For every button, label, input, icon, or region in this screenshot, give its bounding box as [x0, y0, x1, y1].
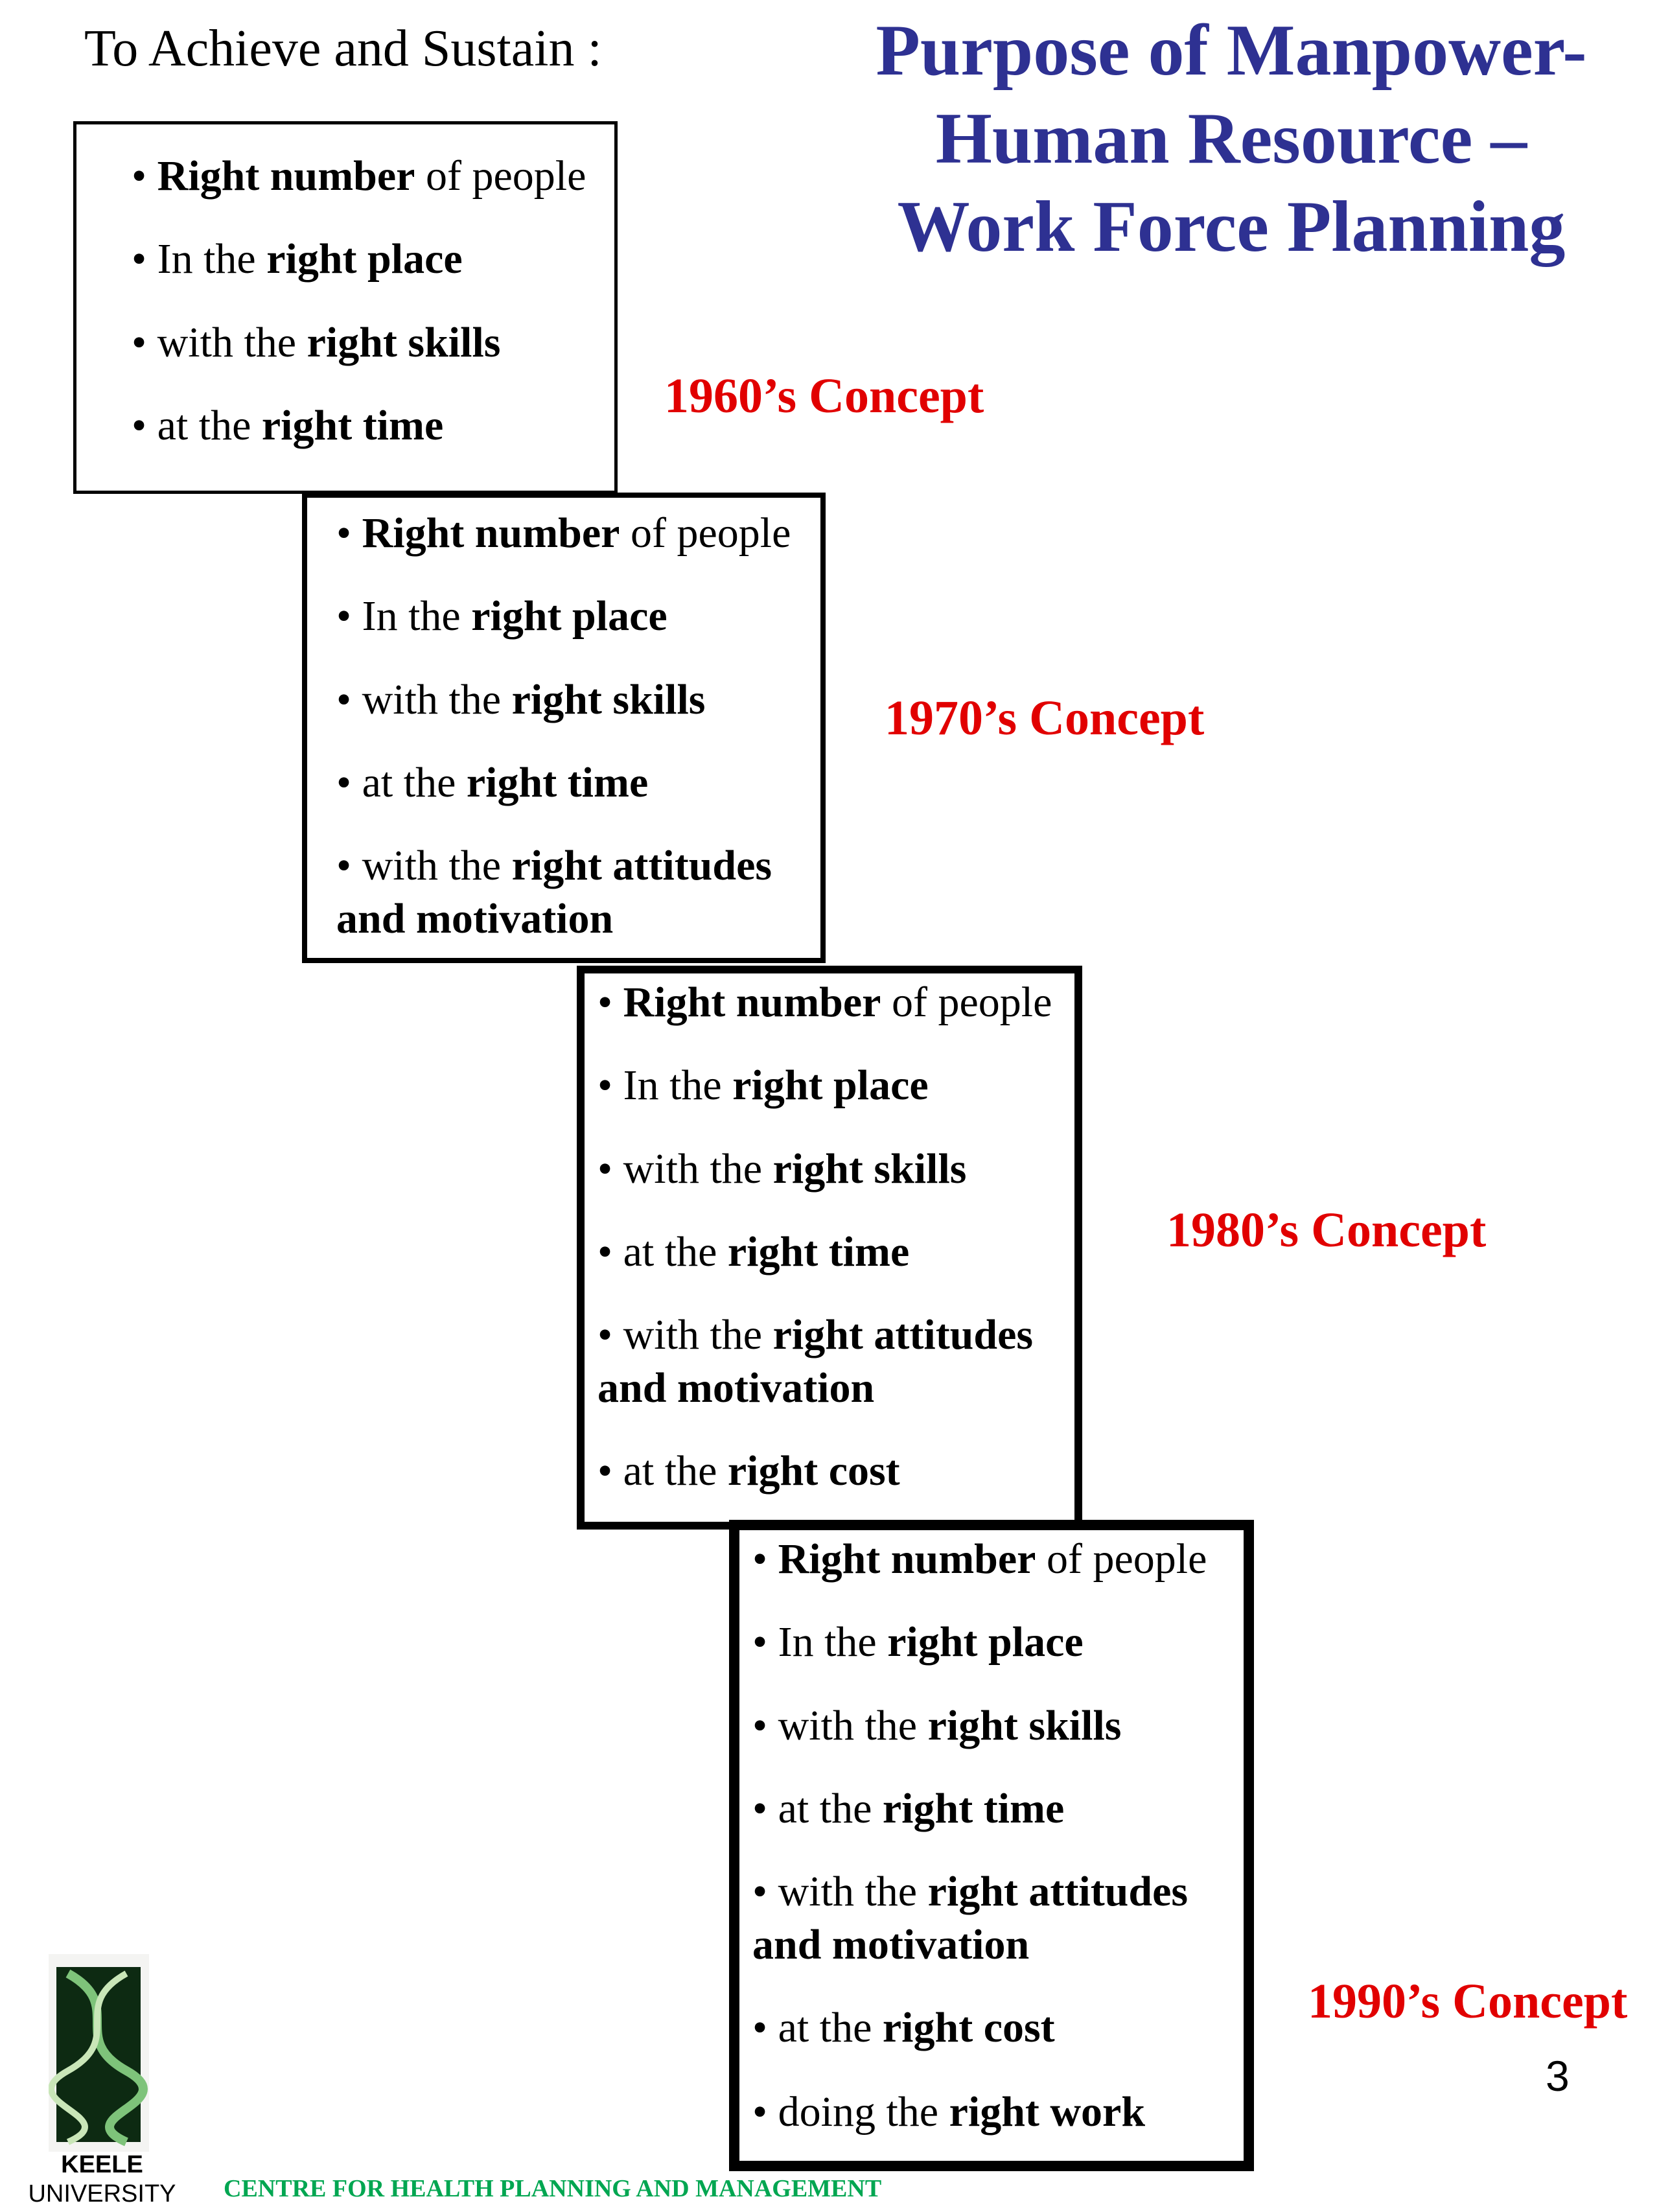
bullet-text: • with the [752, 1702, 928, 1749]
bullet-item: and motivation [336, 893, 613, 945]
bullet-text: • at the [752, 1785, 883, 1832]
bullet-item: • doing the right work [752, 2086, 1145, 2138]
bullet-text: • In the [752, 1618, 888, 1666]
bullet-item: • with the right attitudes [336, 840, 772, 892]
bullet-text: • at the [336, 759, 467, 806]
concept-box-1970: • Right number of people • In the right p… [302, 493, 826, 963]
bullet-item: and motivation [752, 1919, 1029, 1971]
logo-subtitle: UNIVERSITY [28, 2180, 176, 2207]
page-title: Purpose of Manpower- Human Resource – Wo… [836, 6, 1627, 271]
bullet-emphasis: Right number [623, 979, 881, 1026]
bullet-emphasis: right cost [882, 2004, 1055, 2051]
bullet-emphasis: right attitudes [511, 842, 772, 889]
bullet-text: of people [1036, 1535, 1207, 1583]
bullet-item: • with the right skills [597, 1143, 966, 1195]
bullet-item: • with the right skills [336, 674, 705, 726]
concept-label-1970: 1970’s Concept [885, 691, 1205, 745]
bullet-item: • In the right place [336, 590, 667, 642]
concept-label-1960: 1960’s Concept [664, 369, 984, 423]
bullet-text: • at the [597, 1447, 728, 1495]
bullet-text: • [597, 979, 623, 1026]
bullet-emphasis: right cost [727, 1447, 900, 1495]
bullet-text: of people [415, 152, 586, 200]
bullet-text: • [336, 509, 362, 557]
bullet-text: • with the [752, 1868, 928, 1915]
title-line-1: Purpose of Manpower- [876, 10, 1587, 91]
bullet-emphasis: Right number [157, 152, 415, 200]
bullet-emphasis: and motivation [336, 895, 614, 942]
bullet-emphasis: right work [949, 2088, 1146, 2136]
bullet-emphasis: right skills [772, 1145, 967, 1193]
page-number: 3 [1546, 2052, 1570, 2100]
concept-label-1980: 1980’s Concept [1166, 1203, 1487, 1257]
bullet-item: • In the right place [597, 1060, 929, 1112]
bullet-item: • at the right cost [752, 2002, 1055, 2054]
title-line-2: Human Resource – [935, 99, 1527, 179]
bullet-text: • at the [132, 402, 262, 449]
bullet-item: • with the right skills [752, 1700, 1121, 1752]
bullet-emphasis: right attitudes [927, 1868, 1189, 1915]
bullet-text: • at the [752, 2004, 883, 2051]
bullet-text: • with the [336, 842, 512, 889]
bullet-emphasis: right place [471, 592, 667, 640]
logo-name: KEELE [61, 2151, 143, 2178]
concept-box-1980: • Right number of people • In the right p… [577, 966, 1082, 1530]
bullet-emphasis: and motivation [597, 1364, 875, 1412]
concept-box-1990: • Right number of people • In the right p… [729, 1520, 1254, 2171]
bullet-emphasis: Right number [362, 509, 620, 557]
bullet-text: of people [881, 979, 1052, 1026]
footer-centre-name: CENTRE FOR HEALTH PLANNING AND MANAGEMEN… [224, 2175, 882, 2202]
bullet-emphasis: right time [882, 1785, 1065, 1832]
bullet-emphasis: Right number [778, 1535, 1036, 1583]
title-line-3: Work Force Planning [897, 187, 1566, 267]
bullet-item: • at the right time [597, 1226, 909, 1278]
bullet-item: • at the right cost [597, 1445, 900, 1497]
bullet-text: • In the [336, 592, 472, 640]
bullet-emphasis: right time [466, 759, 649, 806]
bullet-text: • with the [597, 1311, 773, 1358]
bullet-text: • with the [336, 676, 512, 723]
bullet-text: of people [620, 509, 791, 557]
bullet-text: • with the [597, 1145, 773, 1193]
bullet-emphasis: and motivation [752, 1921, 1030, 1968]
bullet-item: • Right number of people [752, 1533, 1207, 1585]
bullet-item: • Right number of people [597, 977, 1052, 1029]
bullet-item: and motivation [597, 1362, 874, 1414]
bullet-item: • In the right place [752, 1616, 1084, 1668]
bullet-emphasis: right skills [927, 1702, 1122, 1749]
intro-text: To Achieve and Sustain : [84, 20, 602, 77]
bullet-emphasis: right time [261, 402, 444, 449]
bullet-item: • Right number of people [132, 150, 586, 202]
dna-helix-icon [48, 1954, 149, 2152]
bullet-item: • with the right attitudes [597, 1309, 1033, 1361]
bullet-item: • with the right attitudes [752, 1866, 1188, 1918]
bullet-text: • doing the [752, 2088, 949, 2136]
bullet-text: • In the [132, 235, 267, 283]
bullet-emphasis: right place [732, 1062, 929, 1109]
bullet-item: • at the right time [132, 400, 443, 452]
bullet-item: • In the right place [132, 233, 463, 285]
bullet-text: • In the [597, 1062, 733, 1109]
bullet-text: • [752, 1535, 778, 1583]
bullet-emphasis: right skills [307, 319, 501, 366]
bullet-text: • at the [597, 1228, 728, 1275]
bullet-emphasis: right attitudes [772, 1311, 1034, 1358]
concept-label-1990: 1990’s Concept [1308, 1974, 1628, 2029]
bullet-emphasis: right time [727, 1228, 910, 1275]
bullet-text: • [132, 152, 157, 200]
bullet-text: • with the [132, 319, 307, 366]
bullet-emphasis: right place [266, 235, 463, 283]
bullet-item: • at the right time [752, 1783, 1064, 1835]
concept-box-1960: • Right number of people • In the right p… [73, 121, 618, 494]
bullet-item: • Right number of people [336, 507, 791, 559]
bullet-emphasis: right skills [511, 676, 706, 723]
bullet-emphasis: right place [887, 1618, 1084, 1666]
bullet-item: • with the right skills [132, 317, 500, 369]
bullet-item: • at the right time [336, 757, 648, 809]
university-logo: KEELE UNIVERSITY [26, 2150, 178, 2209]
